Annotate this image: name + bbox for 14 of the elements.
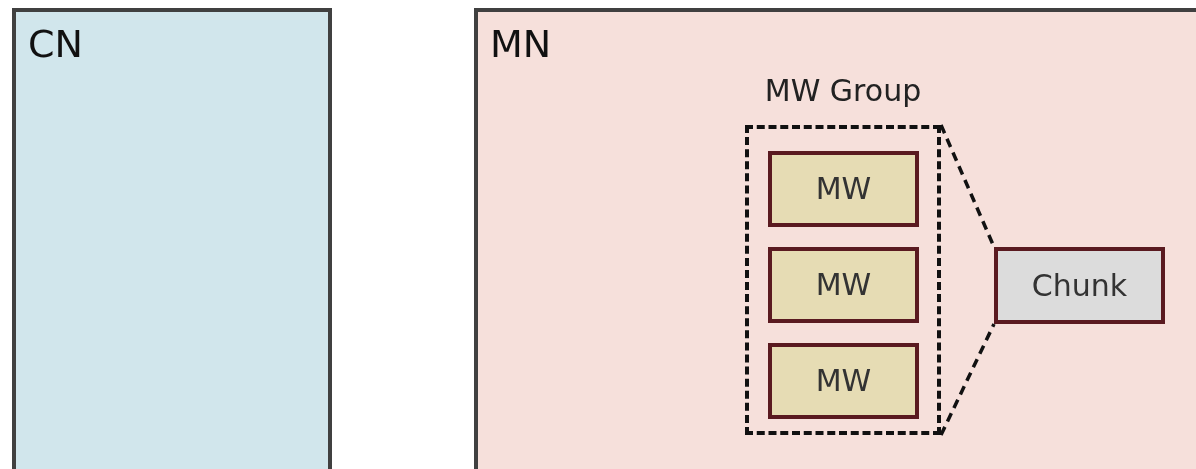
process-box xyxy=(768,151,919,227)
node-panel xyxy=(474,8,1196,469)
node-label: MW xyxy=(814,170,873,208)
connector-line xyxy=(939,323,996,436)
process-box xyxy=(994,247,1165,324)
node-label: Chunk xyxy=(1030,267,1129,305)
node-label: MW xyxy=(814,266,873,304)
process-box xyxy=(768,343,919,419)
node-label: CN xyxy=(28,22,83,66)
node-label: MN xyxy=(490,22,552,66)
node-panel xyxy=(12,8,332,469)
group-label: MW Group xyxy=(763,72,923,110)
node-label: MW xyxy=(814,362,873,400)
process-box xyxy=(768,247,919,323)
